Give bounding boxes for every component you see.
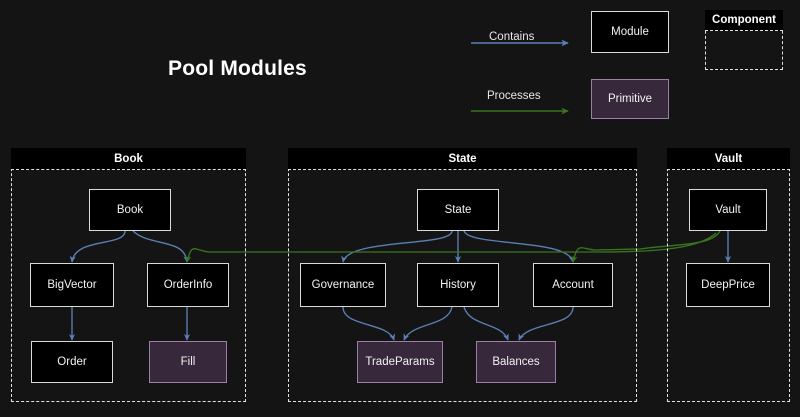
cluster-state-header: State [288, 148, 637, 170]
legend-module-label: Module [611, 26, 649, 38]
node-account[interactable]: Account [533, 263, 613, 307]
legend-component-header: Component [705, 10, 783, 31]
legend-contains-label: Contains [489, 31, 535, 43]
legend-module-box: Module [591, 11, 669, 53]
node-order[interactable]: Order [31, 341, 113, 383]
node-fill[interactable]: Fill [149, 341, 227, 383]
node-balances-label: Balances [492, 356, 540, 368]
legend-primitive-label: Primitive [607, 93, 653, 105]
node-account-label: Account [552, 279, 594, 291]
node-book-label: Book [116, 204, 144, 216]
cluster-book-header: Book [11, 148, 246, 170]
node-tradeparams[interactable]: TradeParams [357, 341, 443, 383]
node-deepprice-label: DeepPrice [701, 279, 755, 291]
node-vault-label: Vault [715, 204, 741, 216]
node-balances[interactable]: Balances [476, 341, 556, 383]
node-state[interactable]: State [417, 189, 499, 231]
node-book[interactable]: Book [89, 189, 171, 231]
legend-processes-arrow [471, 107, 569, 115]
node-vault[interactable]: Vault [689, 189, 767, 231]
node-history[interactable]: History [417, 263, 499, 307]
cluster-book-label: Book [114, 152, 143, 165]
cluster-state-label: State [448, 152, 477, 165]
cluster-vault-header: Vault [667, 148, 790, 170]
legend-component-label: Component [712, 14, 776, 26]
legend-primitive-box: Primitive [591, 79, 669, 119]
node-tradeparams-label: TradeParams [365, 356, 435, 368]
node-governance[interactable]: Governance [300, 263, 386, 307]
node-bigvector[interactable]: BigVector [30, 263, 114, 307]
page-title: Pool Modules [168, 57, 307, 80]
node-orderinfo-label: OrderInfo [163, 279, 213, 291]
node-state-label: State [444, 204, 472, 216]
node-order-label: Order [57, 356, 87, 368]
node-deepprice[interactable]: DeepPrice [686, 263, 770, 307]
cluster-vault-label: Vault [714, 152, 743, 165]
node-governance-label: Governance [311, 279, 375, 291]
legend-contains-arrow [471, 39, 569, 47]
node-history-label: History [440, 279, 476, 291]
legend-processes-label: Processes [487, 90, 541, 102]
node-bigvector-label: BigVector [47, 279, 97, 291]
node-orderinfo[interactable]: OrderInfo [147, 263, 229, 307]
node-fill-label: Fill [180, 356, 196, 368]
